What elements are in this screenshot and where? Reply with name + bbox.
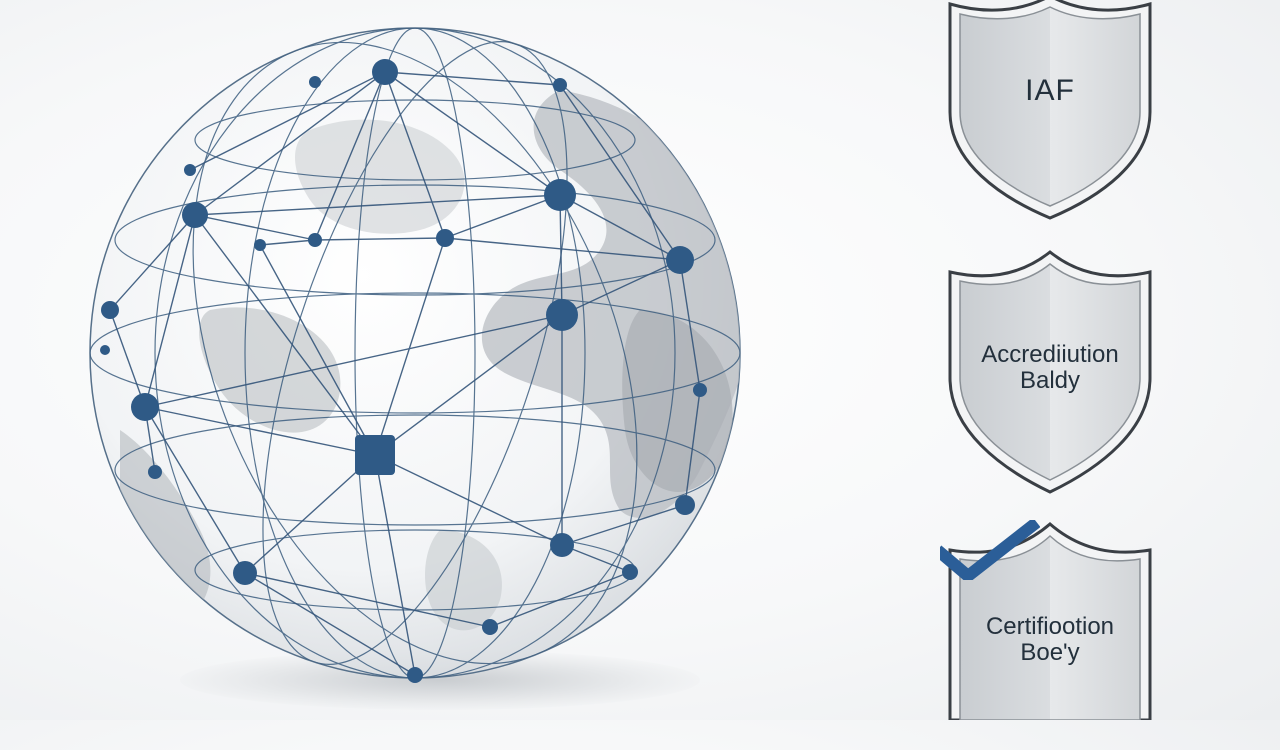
- shield-title: IAF: [1025, 74, 1075, 107]
- network-lines: [109, 71, 701, 676]
- network-node: [482, 619, 498, 635]
- network-node: [101, 301, 119, 319]
- network-hub-node: [355, 435, 395, 475]
- network-node: [372, 59, 398, 85]
- network-globe-icon: [89, 27, 741, 683]
- network-node: [184, 164, 196, 176]
- shield-label: IAF: [940, 74, 1160, 107]
- network-node: [693, 383, 707, 397]
- network-node: [544, 179, 576, 211]
- illustration: IAF Accrediiution Baldy: [60, 0, 1160, 720]
- network-node: [309, 76, 321, 88]
- shield-icon: [948, 522, 1152, 720]
- shield-label: Certifiootion Boe'y: [940, 613, 1160, 667]
- shield-title-line2: Boe'y: [1020, 639, 1080, 667]
- network-node: [407, 667, 423, 683]
- shield-label: Accrediiution Baldy: [940, 341, 1160, 395]
- network-nodes: [100, 59, 707, 683]
- shield-icon: [948, 0, 1152, 220]
- network-node: [675, 495, 695, 515]
- network-node: [233, 561, 257, 585]
- shield-title-line1: Certifiootion: [985, 613, 1115, 640]
- network-node: [622, 564, 638, 580]
- accreditation-body-shield: Accrediiution Baldy: [940, 248, 1160, 494]
- network-node: [546, 299, 578, 331]
- certification-body-shield: Certifiootion Boe'y: [940, 520, 1160, 750]
- network-node: [666, 246, 694, 274]
- network-node: [148, 465, 162, 479]
- network-node: [131, 393, 159, 421]
- network-node: [254, 239, 266, 251]
- graticule: [90, 28, 740, 678]
- network-node: [553, 78, 567, 92]
- network-node: [550, 533, 574, 557]
- network-node: [308, 233, 322, 247]
- network-node: [100, 345, 110, 355]
- iaf-shield: IAF: [940, 0, 1160, 222]
- network-globe: [60, 10, 780, 720]
- network-node: [182, 202, 208, 228]
- shield-title-line2: Baldy: [1019, 367, 1081, 395]
- network-node: [436, 229, 454, 247]
- shield-title-line1: Accrediiution: [981, 341, 1119, 368]
- checkmark-icon: [940, 520, 1040, 580]
- shield-icon: [948, 250, 1152, 494]
